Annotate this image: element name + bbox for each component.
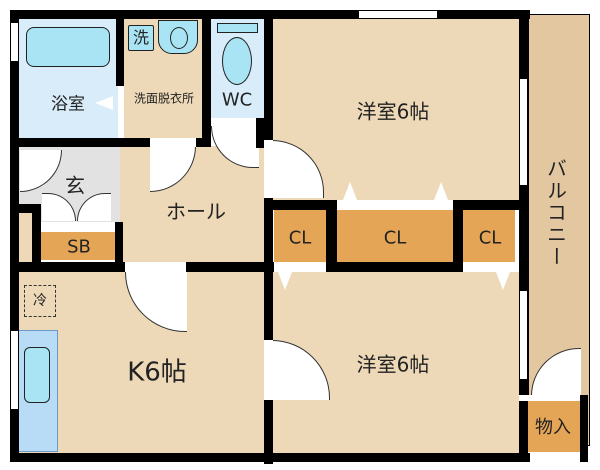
kitchen-sink-icon: [24, 347, 50, 403]
wall: [256, 118, 265, 148]
window: [519, 290, 528, 380]
wall: [196, 138, 211, 147]
wall: [264, 262, 274, 272]
shoe-box: [40, 232, 116, 260]
kitchen-label: K6帖: [127, 357, 187, 388]
door-opening: [274, 262, 326, 272]
closet-1: [274, 210, 326, 264]
door-opening: [41, 222, 115, 232]
closet-3-label: CL: [478, 227, 502, 249]
door-opening: [463, 262, 515, 272]
hall-label: ホール: [166, 199, 226, 224]
wall: [10, 138, 150, 147]
shoe-box-label: SB: [67, 236, 91, 258]
wall: [519, 395, 588, 401]
wall: [10, 204, 40, 213]
closet-door-marker: [343, 182, 357, 200]
wall: [116, 10, 124, 86]
sink-basin-icon: [170, 27, 188, 49]
door-opening: [150, 138, 196, 147]
door-opening: [264, 340, 273, 400]
wall: [451, 200, 528, 210]
wall: [264, 200, 344, 210]
closet-3: [463, 210, 515, 264]
wall: [10, 10, 19, 462]
closet-2: [337, 210, 453, 264]
wall: [186, 262, 273, 272]
toilet-bowl-icon: [222, 37, 252, 85]
closet-door-marker: [496, 272, 510, 290]
window: [10, 330, 19, 410]
wall: [326, 200, 337, 272]
western-room-2-label: 洋室6帖: [356, 352, 430, 377]
toilet-tank-icon: [217, 23, 258, 33]
door-opening: [264, 140, 273, 198]
door-opening: [337, 200, 453, 210]
wall: [453, 200, 463, 272]
bath-label: 浴室: [51, 94, 85, 115]
storage-closet: [526, 400, 582, 452]
bath-door-marker: [95, 96, 113, 110]
fridge-icon: 冷: [24, 285, 56, 317]
western-room-1-label: 洋室6帖: [356, 99, 430, 124]
toilet-label: WC: [221, 89, 253, 111]
wall: [202, 10, 211, 146]
wall: [211, 118, 265, 124]
storage-label: 物入: [535, 417, 571, 438]
closet-2-label: CL: [383, 227, 407, 249]
washroom-label: 洗面脱衣所: [133, 91, 195, 106]
closet-door-marker: [278, 272, 292, 290]
entrance-label: 玄: [65, 173, 85, 198]
closet-1-label: CL: [288, 227, 312, 249]
wall: [10, 262, 125, 272]
bathtub-icon: [26, 27, 110, 67]
wall: [580, 395, 588, 462]
balcony-label: バルコニー: [543, 158, 568, 268]
wall: [519, 10, 528, 462]
wall: [115, 222, 123, 266]
wall: [32, 204, 41, 266]
wall: [326, 262, 463, 272]
closet-door-marker: [434, 182, 448, 200]
left-strip: [18, 212, 32, 264]
door-opening: [125, 262, 186, 272]
window: [358, 10, 438, 19]
window: [10, 22, 19, 62]
wall: [264, 10, 273, 464]
washing-machine-icon: 洗: [128, 25, 154, 51]
window: [519, 78, 528, 186]
